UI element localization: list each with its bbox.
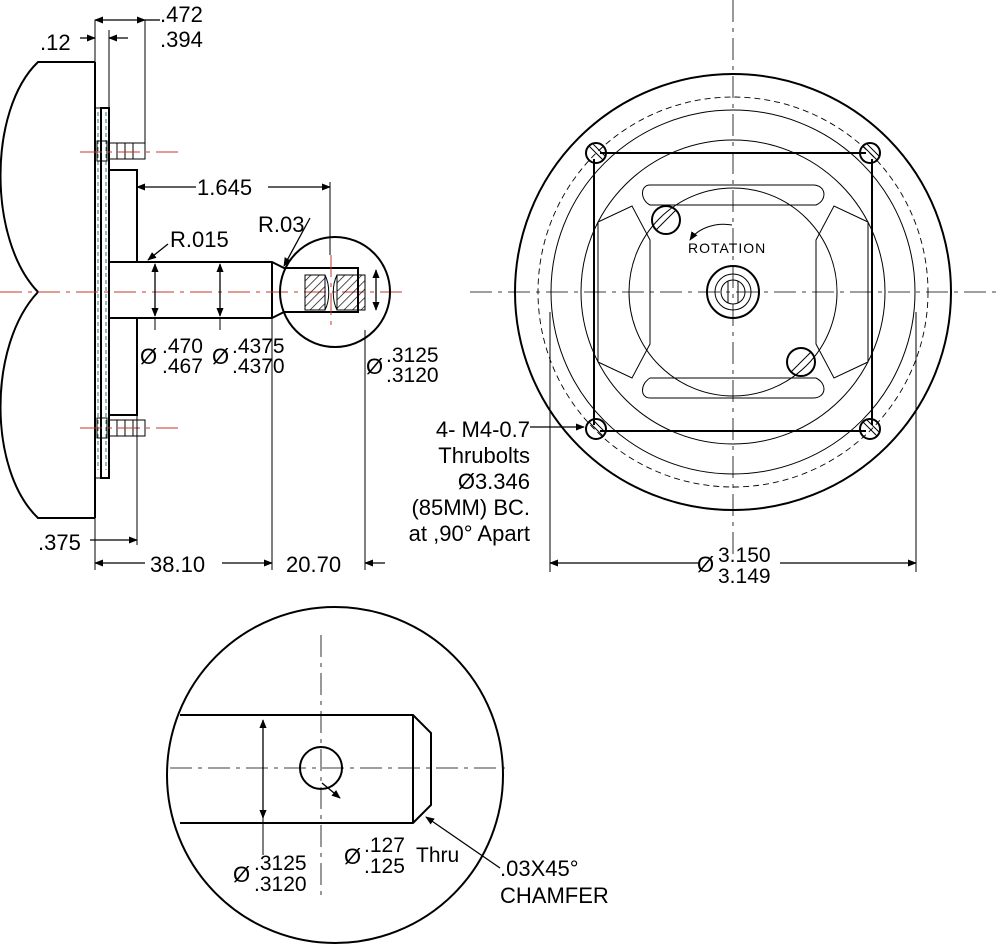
note-line-2: Thrubolts [438, 443, 530, 468]
dim-length: 1.645 [197, 175, 252, 200]
screw-slot-lower [786, 347, 816, 377]
front-view: ROTATION 4- M4-0.7 Thrubolts Ø3.346 (85M… [409, 0, 1000, 588]
shaft-dia-a: .3125 [254, 852, 307, 875]
flange-plate [100, 107, 110, 479]
detail-view: Ø .3125 .3120 Ø .127 .125 Thru .03X45° C… [166, 606, 609, 944]
dim-top-a: .472 [160, 2, 203, 27]
dim-mm-1: 38.10 [150, 552, 205, 577]
dim-d1-b: .467 [162, 355, 203, 378]
dim-mm-2: 20.70 [286, 552, 341, 577]
bolt-hole-tr [859, 142, 881, 164]
detail-outline [166, 606, 504, 944]
dim-pilot: .375 [38, 530, 81, 555]
dim-d2-sym: Ø [212, 344, 229, 369]
dim-d2-b: .4370 [232, 355, 285, 378]
hole-thru: Thru [416, 844, 459, 867]
note-line-1: 4- M4-0.7 [436, 417, 530, 442]
hole-dia-sym: Ø [344, 844, 361, 869]
dim-d1-sym: Ø [140, 344, 157, 369]
shaft-dia-sym: Ø [233, 862, 250, 887]
motor-body-outline [0, 61, 95, 519]
screw-slot-upper [651, 205, 681, 235]
od-sym: Ø [697, 552, 714, 577]
bolt-circle [537, 96, 929, 488]
hole-dia-a: .127 [364, 834, 405, 857]
dim-radius-2: R.03 [258, 212, 304, 237]
hub-outer [706, 265, 760, 319]
note-line-5: at ,90° Apart [409, 521, 530, 546]
screw-top [96, 140, 146, 162]
od-b: 3.149 [718, 565, 771, 588]
dim-d3-b: .3120 [386, 364, 439, 387]
dim-radius-1: R.015 [170, 227, 229, 252]
dim-d3-a: .3125 [386, 344, 439, 367]
cross-hole [299, 746, 343, 790]
dim-d2-a: .4375 [232, 335, 285, 358]
chamfer-line-1: .03X45° [500, 856, 579, 881]
shaft-detail [180, 714, 432, 824]
note-line-3: Ø3.346 [458, 469, 530, 494]
bolt-hole-bl [585, 418, 607, 440]
side-view: .472 .394 .12 1.645 R.015 R.03 Ø .470 .4… [0, 2, 439, 577]
shaft [109, 261, 298, 319]
dim-flange: .12 [40, 30, 71, 55]
rotation-label: ROTATION [688, 240, 766, 256]
flange-outline [593, 152, 873, 432]
bolt-hole-tl [585, 142, 607, 164]
detail-circle [279, 236, 391, 348]
dim-top-b: .394 [160, 27, 203, 52]
outer-housing [514, 73, 952, 511]
od-a: 3.150 [718, 544, 771, 567]
chamfer-line-2: CHAMFER [500, 883, 609, 908]
dim-d3-sym: Ø [366, 354, 383, 379]
shaft-dia-b: .3120 [254, 873, 307, 896]
dim-d1-a: .470 [162, 335, 203, 358]
bolt-hole-br [859, 418, 881, 440]
hole-dia-b: .125 [364, 855, 405, 878]
note-line-4: (85MM) BC. [411, 495, 530, 520]
hatched-section [336, 274, 366, 311]
